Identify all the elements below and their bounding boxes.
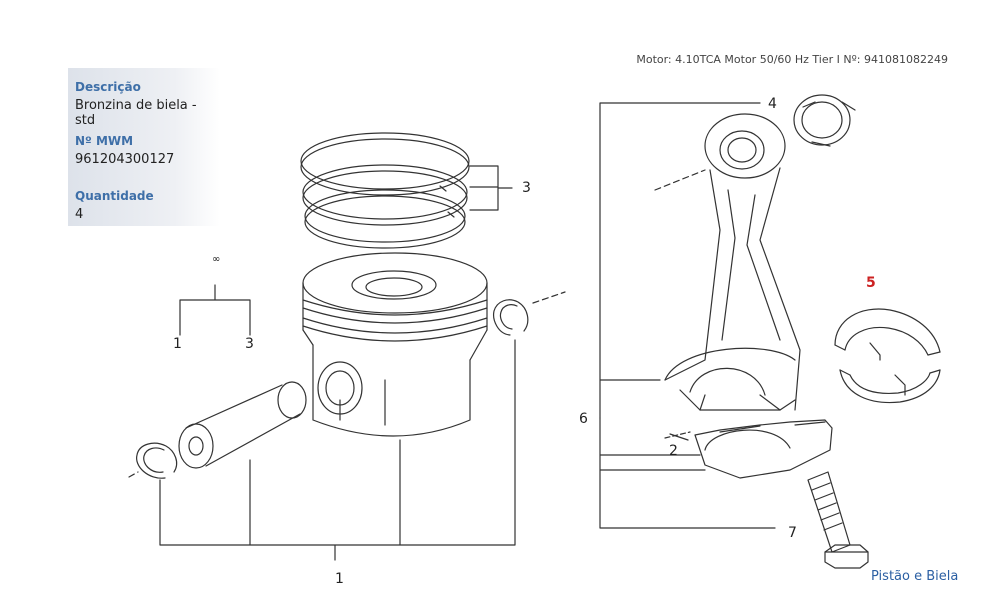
part-number-value: 961204300127 [75,152,175,167]
description-label: Descrição [75,80,141,94]
callout-bracket-rod [599,102,776,529]
section-link-piston-rod[interactable]: Pistão e Biela [871,569,959,584]
callout-1-bottom[interactable]: 1 [335,571,344,587]
callout-4[interactable]: 4 [768,96,777,112]
callout-3-rings[interactable]: 3 [522,180,531,196]
callout-6[interactable]: 6 [579,411,588,427]
callout-5[interactable]: 5 [866,275,876,291]
piston-pin-illustration [178,381,307,469]
engine-info-header: Motor: 4.10TCA Motor 50/60 Hz Tier I Nº:… [636,53,948,66]
part-number-label: Nº MWM [75,134,134,148]
bushing-illustration [793,94,856,147]
callout-2[interactable]: 2 [669,443,678,459]
piston-rings-illustration [300,132,470,249]
piston-illustration [302,252,488,437]
circlips-illustration [128,291,566,479]
callout-1-small[interactable]: 1 [173,336,182,352]
description-value: Bronzina de biela - std [75,98,197,128]
bearing-shells-illustration [834,308,941,404]
connecting-rod-illustration [654,113,801,411]
bolt-illustration [807,471,869,569]
callout-3-small[interactable]: 3 [245,336,254,352]
rod-cap-illustration [664,419,833,479]
callout-bracket-bottom [159,339,516,561]
quantity-label: Quantidade [75,189,154,203]
callout-bracket-small: ∞ [179,254,251,336]
part-info-panel: Descrição Bronzina de biela - std Nº MWM… [68,68,220,226]
quantity-value: 4 [75,207,84,222]
svg-text:∞: ∞ [212,254,220,265]
callout-7[interactable]: 7 [788,525,797,541]
callout-lines-rings [469,165,513,211]
